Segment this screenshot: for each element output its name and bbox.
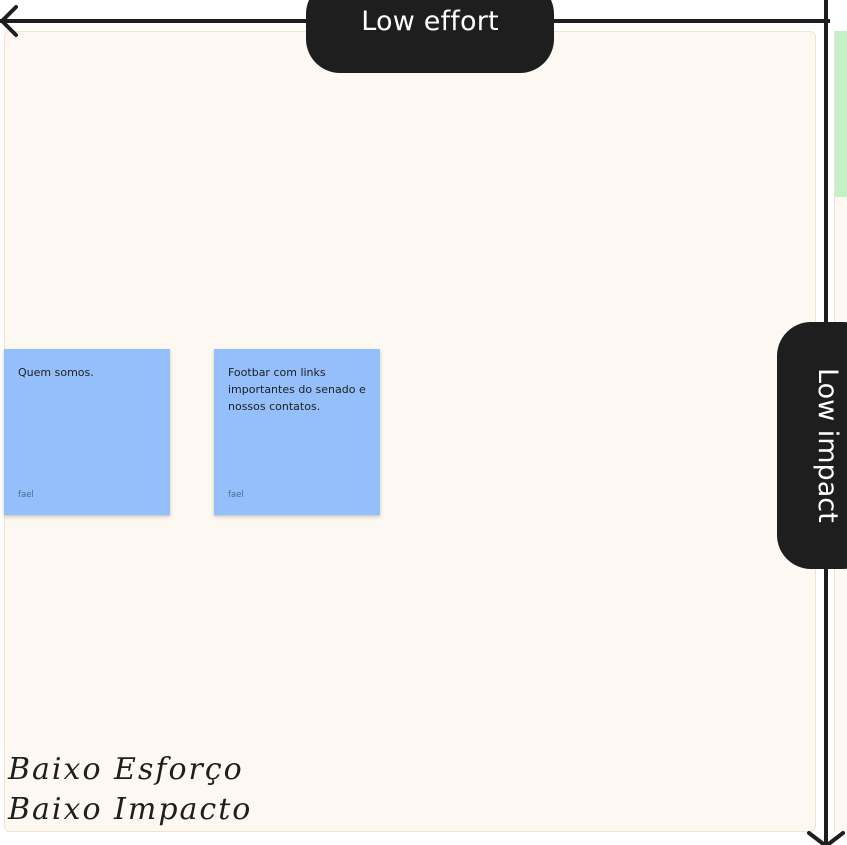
- low-effort-label[interactable]: Low effort: [306, 0, 554, 73]
- quadrant-title-line-1: Baixo Esforço: [8, 752, 244, 787]
- sticky-note[interactable]: Quem somos. fael: [4, 349, 170, 515]
- low-effort-text: Low effort: [361, 6, 499, 37]
- sticky-note-text: Quem somos.: [18, 366, 94, 379]
- sticky-note-author: fael: [228, 490, 244, 500]
- low-impact-text: Low impact: [812, 368, 843, 523]
- sticky-note-author: fael: [18, 490, 34, 500]
- quadrant-title-line-2: Baixo Impacto: [8, 792, 253, 827]
- sticky-note-text: Footbar com links importantes do senado …: [228, 366, 366, 413]
- arrow-left-icon: [0, 5, 18, 37]
- low-impact-label[interactable]: [777, 322, 847, 569]
- arrow-down-icon: [807, 831, 845, 845]
- sticky-note[interactable]: Footbar com links importantes do senado …: [214, 349, 380, 515]
- sticky-note-partial[interactable]: [835, 31, 847, 197]
